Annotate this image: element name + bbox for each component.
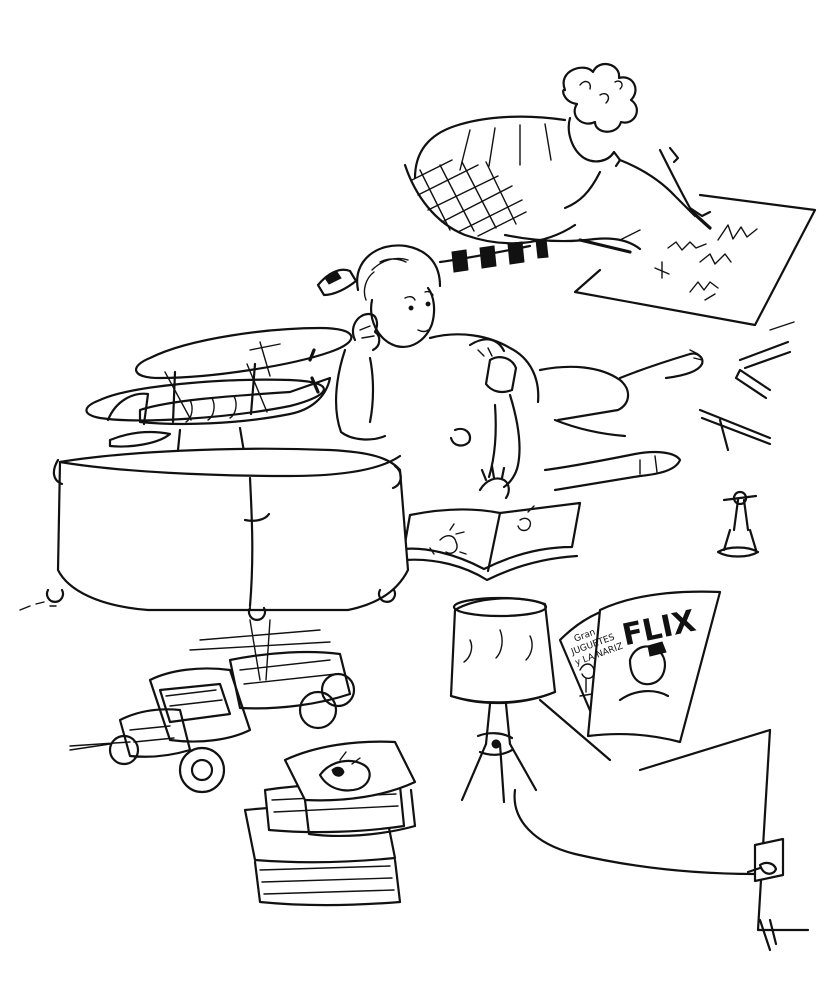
- comic-magazines: FLIX Gran JUGUETES y LA NARIZ: [538, 590, 772, 772]
- wall-outlet: [746, 728, 810, 952]
- drawing-paper-sheet: [573, 193, 817, 327]
- scattered-crayons: [698, 321, 795, 452]
- boy-reading-on-floor: [334, 244, 704, 500]
- toy-truck: [69, 619, 356, 794]
- toy-soldier: [716, 490, 760, 558]
- table-lamp: [449, 596, 757, 876]
- book-stack: [243, 740, 417, 907]
- girl-drawing-on-floor: [316, 62, 712, 297]
- floor-line: [69, 741, 131, 747]
- toy-biplane: [85, 326, 353, 488]
- toy-trunk: [19, 447, 410, 621]
- open-picture-book: [402, 501, 582, 582]
